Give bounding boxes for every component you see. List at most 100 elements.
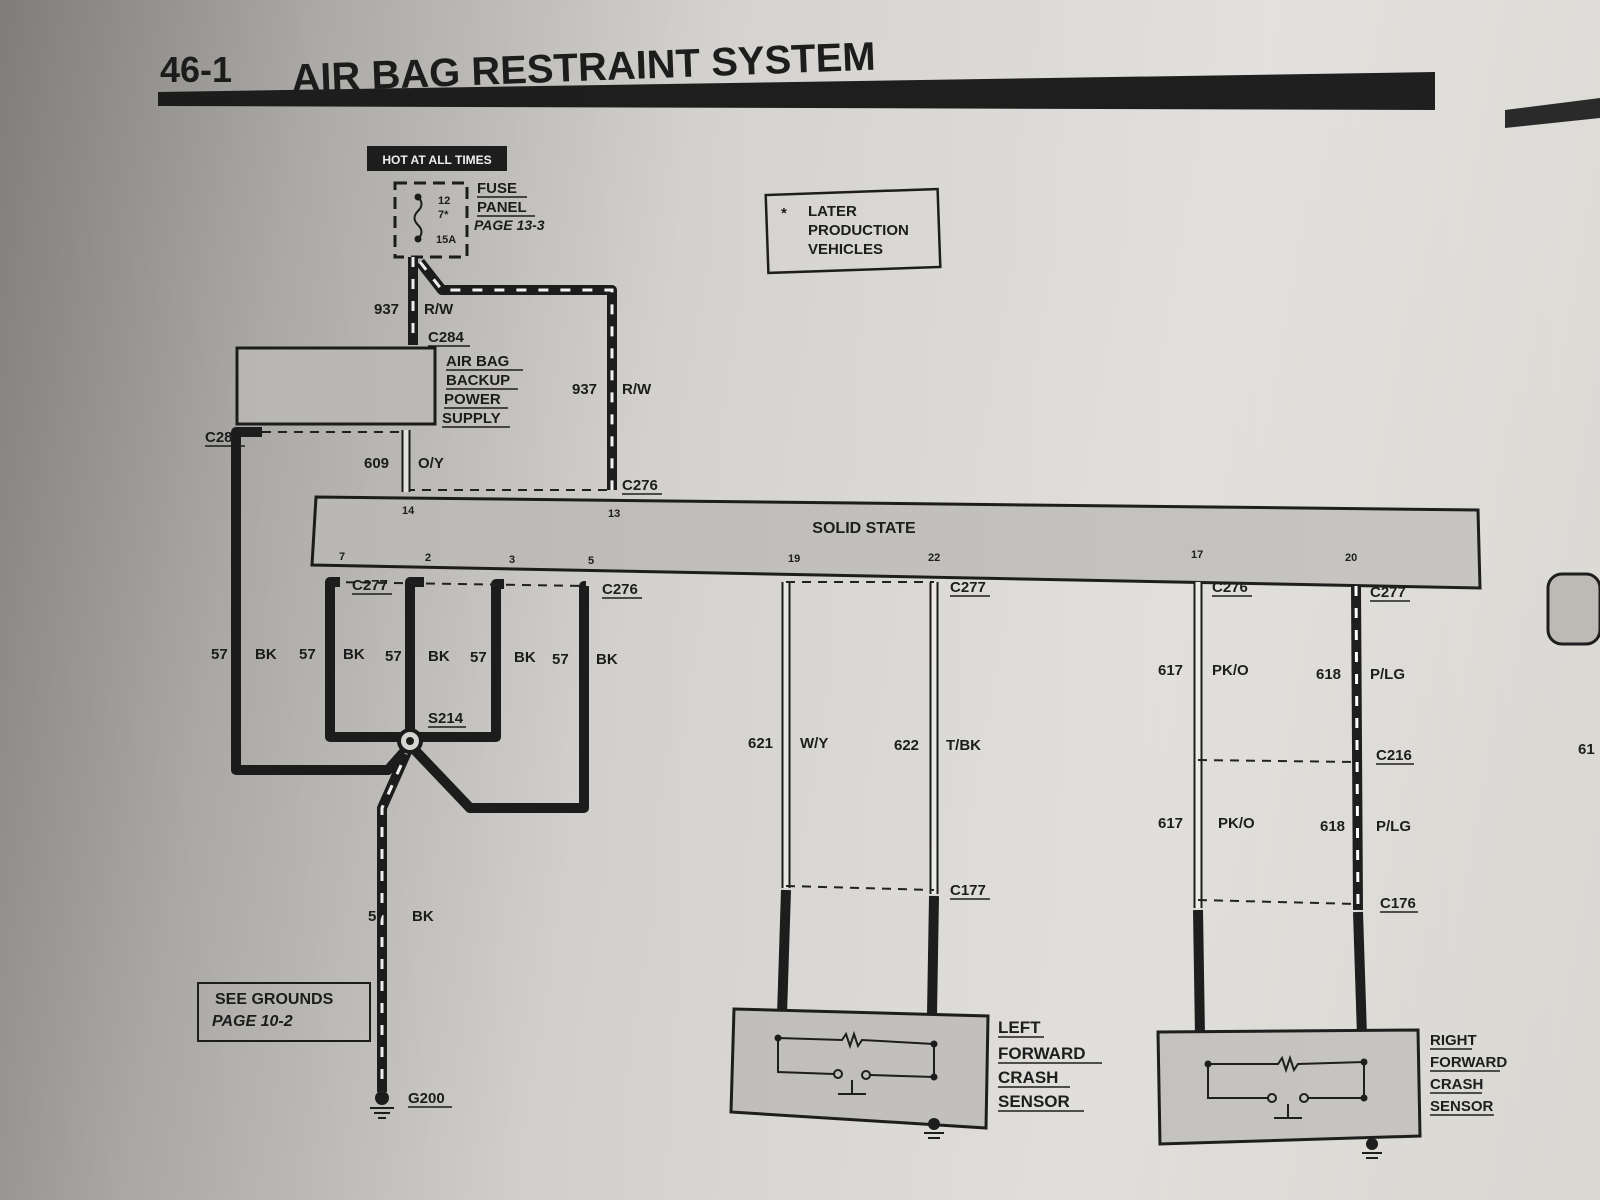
- backup-supply-line1: AIR BAG: [446, 353, 509, 370]
- wire-622-number: 622: [894, 737, 919, 754]
- pin-14: 14: [402, 505, 415, 517]
- wire-618-lower: [1353, 911, 1367, 1037]
- wire-bk-label-2: BK: [343, 646, 365, 663]
- pin-13: 13: [608, 508, 620, 520]
- fuse-number-12: 12: [438, 195, 450, 207]
- backup-power-supply-box: [235, 346, 437, 426]
- splice-s214-label: S214: [428, 710, 464, 727]
- connector-c176: C176: [1380, 895, 1416, 912]
- note-marker: *: [781, 205, 787, 222]
- connector-c276-top: C276: [622, 477, 658, 494]
- wire-622-lower: [927, 895, 939, 1016]
- note-line3: VEHICLES: [808, 241, 883, 258]
- fuse-symbol-icon: [413, 196, 423, 240]
- connector-line: [785, 885, 935, 891]
- right-crash-sensor-box: [1156, 1028, 1422, 1146]
- connector-c277-mid: C277: [950, 579, 986, 596]
- wire-621-lower: [777, 889, 791, 1016]
- backup-supply-line2: BACKUP: [446, 372, 510, 389]
- hot-at-all-times-label: HOT AT ALL TIMES: [382, 153, 491, 167]
- wire-609-color: O/Y: [418, 455, 444, 472]
- pin-20: 20: [1345, 552, 1357, 564]
- backup-supply-line3: POWER: [444, 391, 501, 408]
- connector-c277-left: C277: [352, 577, 388, 594]
- next-page-fragment: [1546, 572, 1600, 646]
- module-label: SOLID STATE: [812, 520, 916, 537]
- sensor-node: [1360, 1058, 1368, 1066]
- wire-57-pin2: [405, 577, 424, 737]
- connector-c276-left: C276: [602, 581, 638, 598]
- wire-617-lower: [1193, 909, 1205, 1037]
- left-sensor-ground-icon: [928, 1118, 940, 1130]
- wire-618-lower-color: P/LG: [1376, 818, 1411, 835]
- see-grounds-line1: SEE GROUNDS: [215, 991, 334, 1008]
- pin-17: 17: [1191, 549, 1203, 561]
- wire-618-lower-number: 618: [1320, 818, 1345, 835]
- see-grounds-line2: PAGE 10-2: [212, 1013, 293, 1030]
- connector-line: [1197, 899, 1359, 905]
- wire-622-color: T/BK: [946, 737, 981, 754]
- sensor-node: [774, 1034, 782, 1042]
- wire-617-upper-color: PK/O: [1212, 662, 1249, 679]
- sensor-node: [1204, 1060, 1212, 1068]
- wire-617-upper-number: 617: [1158, 662, 1183, 679]
- wire-bk-label-4: BK: [514, 649, 536, 666]
- wire-57-label-3: 57: [385, 648, 402, 665]
- pin-3: 3: [509, 554, 515, 566]
- wire-57-main-ground: [377, 742, 415, 1092]
- edge-text: 61: [1578, 741, 1595, 758]
- solid-state-module: [310, 495, 1482, 590]
- sensor-node: [1360, 1094, 1368, 1102]
- right-sensor-line1: RIGHT: [1430, 1032, 1477, 1049]
- wire-57-label-2: 57: [299, 646, 316, 663]
- right-sensor-line4: SENSOR: [1430, 1098, 1494, 1115]
- fuse-number-7: 7*: [438, 209, 449, 221]
- connector-c277-right: C277: [1370, 584, 1406, 601]
- wire-bk-label-6: BK: [412, 908, 434, 925]
- wire-57-backup-ground: [231, 427, 414, 775]
- wire-609-number: 609: [364, 455, 389, 472]
- wire-618-upper-number: 618: [1316, 666, 1341, 683]
- pin-19: 19: [788, 553, 800, 565]
- wire-937-right-number: 937: [572, 381, 597, 398]
- connector-c216: C216: [1376, 747, 1412, 764]
- wire-bk-label-1: BK: [255, 646, 277, 663]
- wire-617-lower-color: PK/O: [1218, 815, 1255, 832]
- left-sensor-line1: LEFT: [998, 1018, 1041, 1037]
- left-sensor-line3: CRASH: [998, 1068, 1058, 1087]
- section-number: 46-1: [160, 49, 232, 90]
- connector-c177: C177: [950, 882, 986, 899]
- pin-2: 2: [425, 552, 431, 564]
- fuse-rating: 15A: [436, 234, 456, 246]
- left-crash-sensor-box: [729, 1007, 990, 1130]
- left-sensor-line2: FORWARD: [998, 1044, 1086, 1063]
- pin-22: 22: [928, 552, 940, 564]
- wire-57-label-5: 57: [552, 651, 569, 668]
- wire-621-number: 621: [748, 735, 773, 752]
- fuse-panel-label-line2: PANEL: [477, 199, 527, 216]
- right-sensor-ground-icon: [1366, 1138, 1378, 1150]
- pin-7: 7: [339, 551, 345, 563]
- fuse-terminal-bottom: [414, 235, 422, 243]
- wire-618-upper-color: P/LG: [1370, 666, 1405, 683]
- wire-937-left-number: 937: [374, 301, 399, 318]
- right-sensor-line3: CRASH: [1430, 1076, 1483, 1093]
- next-page-rule: [1505, 98, 1600, 128]
- fuse-panel-outline: [393, 181, 469, 259]
- sensor-node: [930, 1073, 938, 1081]
- ground-g200-icon: [375, 1091, 389, 1105]
- wire-937-right-color: R/W: [622, 381, 652, 398]
- right-sensor-line2: FORWARD: [1430, 1054, 1507, 1071]
- splice-dot: [406, 737, 414, 745]
- wire-bk-label-3: BK: [428, 648, 450, 665]
- connector-c284-top: C284: [428, 329, 465, 346]
- ground-g200-label: G200: [408, 1090, 445, 1107]
- wire-bk-label-5: BK: [596, 651, 618, 668]
- left-sensor-line4: SENSOR: [998, 1092, 1070, 1111]
- note-line1: LATER: [808, 203, 857, 220]
- connector-line: [1197, 759, 1357, 763]
- wire-937-left-color: R/W: [424, 301, 454, 318]
- pin-5: 5: [588, 555, 594, 567]
